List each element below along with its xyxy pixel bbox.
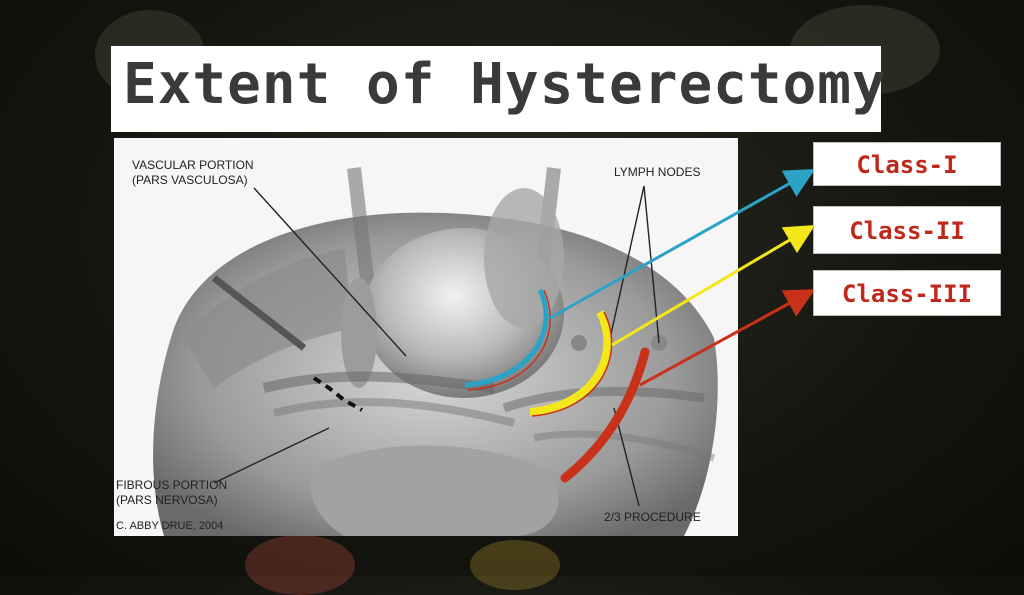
- label-vascular-portion: VASCULAR PORTION (PARS VASCULOSA): [132, 158, 254, 187]
- pointer-vascular: [253, 187, 407, 357]
- pointer-lymph-1: [608, 185, 645, 344]
- label-2-3-procedure: 2/3 PROCEDURE: [604, 510, 701, 524]
- class-1-arc-outline: [467, 289, 551, 391]
- title-box: Extent of Hysterectomy: [111, 46, 886, 132]
- label-credit: C. ABBY DRUE, 2004: [116, 520, 224, 532]
- class-1-arc: [464, 288, 549, 388]
- left-tube: [341, 278, 377, 388]
- anatomy-illustration: VASCULAR PORTION (PARS VASCULOSA) LYMPH …: [114, 138, 738, 536]
- class-3-arc: [560, 347, 650, 483]
- vessel-3: [502, 386, 705, 413]
- class-2-label: Class-II: [813, 206, 1001, 254]
- class-1-arrow: [549, 169, 816, 320]
- retractor-left: [211, 275, 307, 351]
- pointer-lymph-2: [643, 185, 660, 344]
- class-2-arrow: [611, 224, 816, 347]
- class-3-label: Class-III: [813, 270, 1001, 316]
- resection-line: [312, 376, 363, 412]
- lower-tissue: [310, 445, 559, 536]
- vessel-2: [273, 398, 515, 427]
- class-2-arc: [529, 310, 612, 416]
- class-overlay: [464, 169, 816, 483]
- label-lymph-nodes: LYMPH NODES: [614, 165, 701, 179]
- pointer-fibrous: [213, 427, 330, 484]
- vessel-4: [533, 430, 716, 462]
- class-2-arc-outline: [531, 311, 613, 417]
- slide-title: Extent of Hysterectomy: [123, 52, 887, 117]
- class-3-arrow: [639, 289, 816, 387]
- vessel-1: [262, 371, 495, 393]
- lymph-node-1: [571, 335, 587, 351]
- class-1-label: Class-I: [813, 142, 1001, 186]
- anatomy-drawing: [153, 167, 718, 536]
- label-fibrous-portion: FIBROUS PORTION (PARS NERVOSA): [116, 478, 228, 507]
